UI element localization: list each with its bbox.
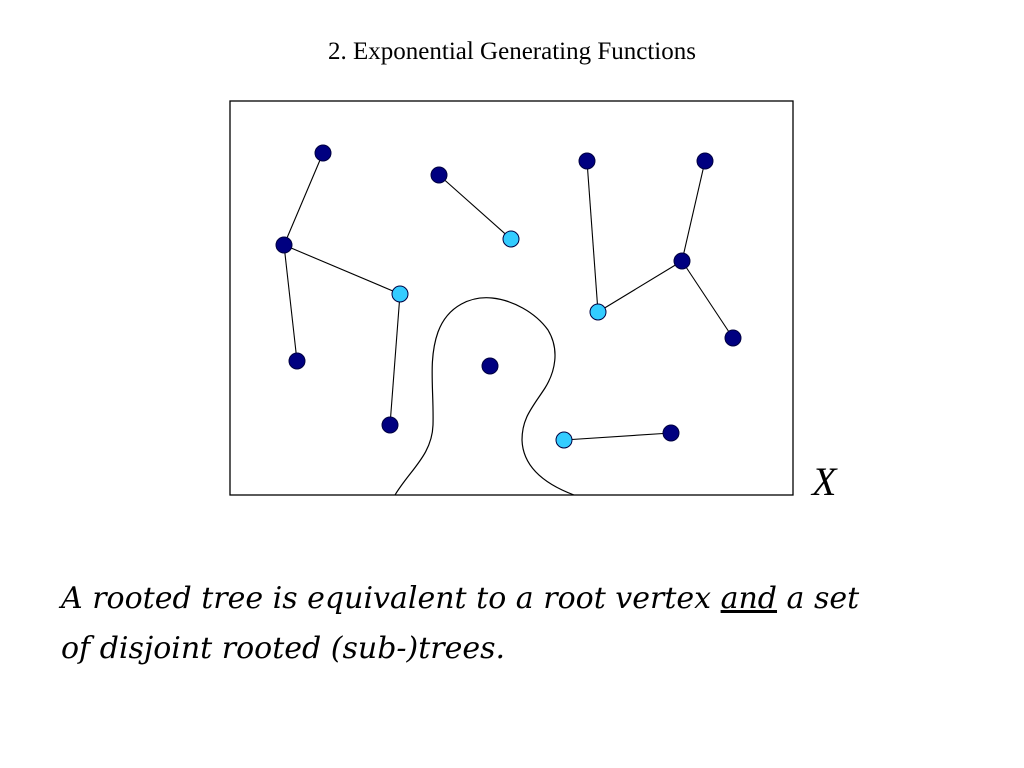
vertex-b1: [430, 166, 448, 184]
edge-a1-a2: [283, 152, 324, 246]
set-label-x: X: [812, 459, 837, 504]
vertex-a5: [381, 416, 399, 434]
caption-part-1: A rooted tree is equivalent to a root ve…: [61, 581, 721, 616]
vertex-c3: [673, 252, 691, 270]
vertex-d1: [481, 357, 499, 375]
set-frame: [229, 100, 794, 496]
region-boundary-curve: [394, 297, 575, 496]
edge-a2-a3: [283, 244, 401, 295]
edge-c2-c3: [681, 160, 706, 262]
caption-part-2: a set of disjoint rooted (sub-)trees.: [61, 581, 860, 666]
vertex-c5: [724, 329, 742, 347]
root-vertex-a3: [391, 285, 409, 303]
slide-title: 2. Exponential Generating Functions: [328, 38, 696, 65]
edges: [283, 152, 734, 441]
vertex-c1: [578, 152, 596, 170]
vertex-a2: [275, 236, 293, 254]
vertex-a4: [288, 352, 306, 370]
edge-e1-e2: [563, 432, 672, 441]
root-vertex-b2: [502, 230, 520, 248]
caption-text: A rooted tree is equivalent to a root ve…: [61, 574, 881, 674]
edge-c3-c4: [597, 260, 683, 313]
edge-c3-c5: [681, 260, 734, 339]
root-vertex-c4: [589, 303, 607, 321]
vertex-c2: [696, 152, 714, 170]
vertices: [275, 144, 742, 449]
vertex-e2: [662, 424, 680, 442]
edge-a2-a4: [283, 244, 298, 362]
edge-b1-b2: [438, 174, 512, 240]
root-vertex-e1: [555, 431, 573, 449]
edge-a3-a5: [389, 293, 401, 426]
vertex-a1: [314, 144, 332, 162]
caption-underlined-word: and: [720, 581, 778, 616]
edge-c1-c4: [586, 160, 599, 313]
